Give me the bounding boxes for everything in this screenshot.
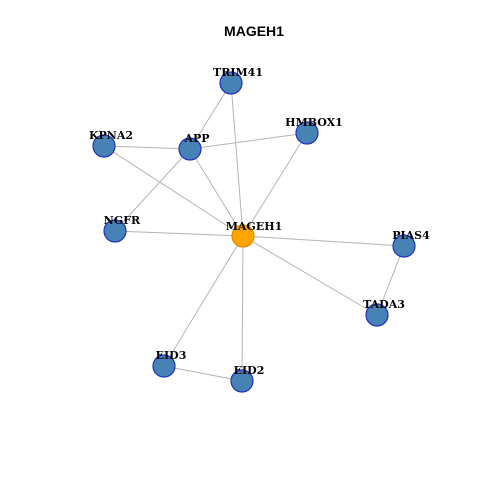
node-circle-trim41[interactable] [219, 71, 243, 95]
edge-app-ngfr [114, 148, 191, 232]
node-circle-kpna2[interactable] [92, 134, 116, 158]
node-circle-pias4[interactable] [392, 234, 416, 258]
edge-mageh1-trim41 [230, 82, 244, 237]
node-label-mageh1: MAGEH1 [226, 220, 283, 233]
edge-mageh1-tada3 [242, 235, 378, 316]
node-circle-hmbox1[interactable] [295, 121, 319, 145]
edge-mageh1-eid3 [163, 235, 244, 367]
node-circle-eid3[interactable] [152, 354, 176, 378]
diagram-title: MAGEH1 [224, 23, 284, 39]
node-label-kpna2: KPNA2 [89, 129, 133, 142]
node-app[interactable]: APP [178, 132, 210, 161]
node-circle-app[interactable] [178, 137, 202, 161]
node-trim41[interactable]: TRIM41 [213, 66, 263, 95]
node-mageh1[interactable]: MAGEH1 [226, 220, 283, 248]
edge-mageh1-eid2 [241, 235, 244, 382]
node-circle-ngfr[interactable] [103, 219, 127, 243]
node-label-trim41: TRIM41 [213, 66, 263, 79]
edge-mageh1-pias4 [242, 235, 405, 247]
node-hmbox1[interactable]: HMBOX1 [285, 116, 343, 145]
edge-eid3-eid2 [163, 365, 243, 382]
node-circle-mageh1[interactable] [231, 224, 255, 248]
edge-app-kpna2 [103, 145, 191, 150]
node-label-ngfr: NGFR [104, 214, 141, 227]
node-eid2[interactable]: EID2 [230, 364, 265, 393]
edge-mageh1-app [189, 148, 244, 237]
node-label-eid2: EID2 [234, 364, 265, 377]
node-pias4[interactable]: PIAS4 [392, 229, 430, 258]
edge-app-hmbox1 [189, 132, 308, 150]
node-label-pias4: PIAS4 [392, 229, 430, 242]
edge-pias4-tada3 [376, 245, 405, 316]
edge-mageh1-ngfr [114, 230, 244, 237]
node-kpna2[interactable]: KPNA2 [89, 129, 133, 158]
edge-kpna2-mageh1 [103, 145, 244, 237]
node-label-tada3: TADA3 [363, 298, 405, 311]
node-label-eid3: EID3 [156, 349, 187, 362]
edge-mageh1-hmbox1 [242, 132, 308, 237]
edge-app-trim41 [189, 82, 232, 150]
edges-layer [103, 82, 405, 382]
node-tada3[interactable]: TADA3 [363, 298, 405, 327]
node-circle-tada3[interactable] [365, 303, 389, 327]
node-circle-eid2[interactable] [230, 369, 254, 393]
node-ngfr[interactable]: NGFR [103, 214, 141, 243]
node-eid3[interactable]: EID3 [152, 349, 187, 378]
node-label-hmbox1: HMBOX1 [285, 116, 343, 129]
node-label-app: APP [183, 132, 209, 145]
